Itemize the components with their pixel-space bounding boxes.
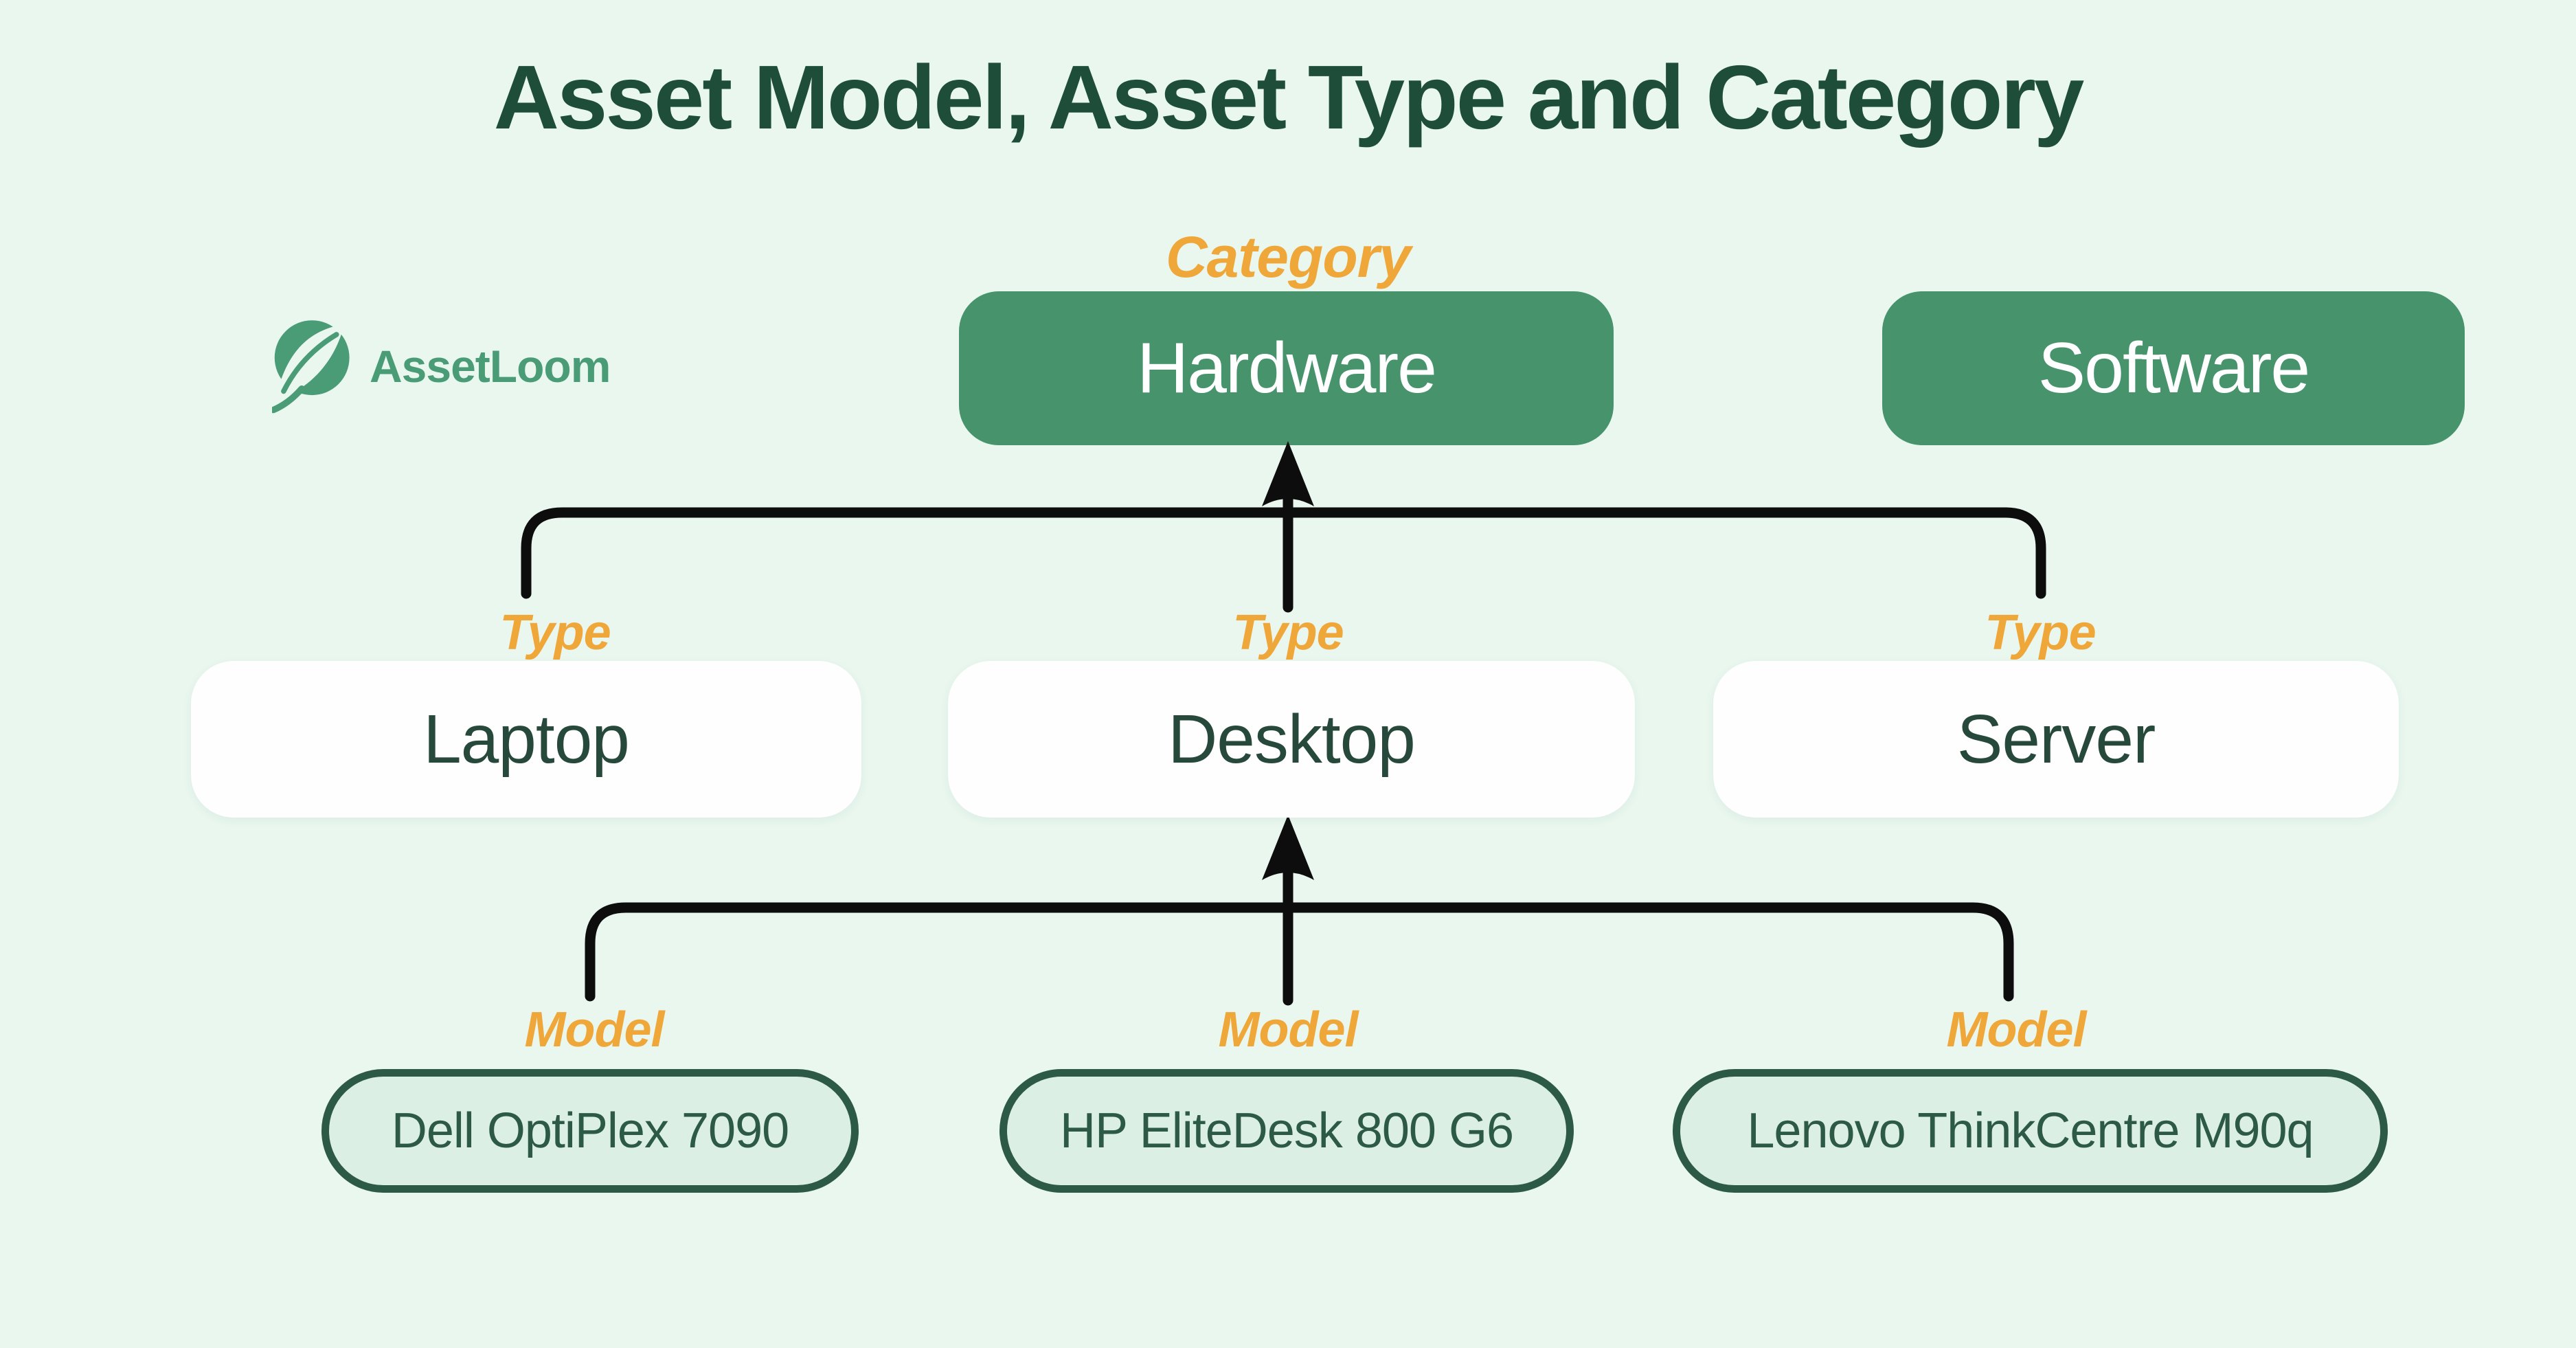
page-title: Asset Model, Asset Type and Category [493, 47, 2085, 148]
type-label-laptop: Type [499, 605, 611, 660]
model-pill-lenovo: Lenovo ThinkCentre M90q [1673, 1069, 2388, 1193]
model-label-lenovo: Model [1946, 1002, 2087, 1057]
model-bracket [585, 902, 2014, 1002]
category-pill-software: Software [1882, 291, 2465, 445]
type-label-server: Type [1985, 605, 2096, 660]
assetloom-logo: AssetLoom [270, 319, 611, 413]
type-label-desktop: Type [1232, 605, 1344, 660]
model-label-hp: Model [1218, 1002, 1359, 1057]
model-pill-dell: Dell OptiPlex 7090 [321, 1069, 859, 1193]
type-pill-server: Server [1713, 661, 2399, 818]
logo-text: AssetLoom [370, 341, 611, 392]
category-pill-hardware: Hardware [959, 291, 1614, 445]
model-pill-hp: HP EliteDesk 800 G6 [999, 1069, 1574, 1193]
arrow-to-hardware-icon [1262, 441, 1314, 506]
type-pill-laptop: Laptop [191, 661, 861, 818]
type-pill-desktop: Desktop [948, 661, 1635, 818]
model-label-dell: Model [524, 1002, 665, 1057]
category-label: Category [1165, 225, 1411, 289]
leaf-icon [270, 316, 356, 417]
arrow-to-desktop-icon [1262, 815, 1314, 880]
